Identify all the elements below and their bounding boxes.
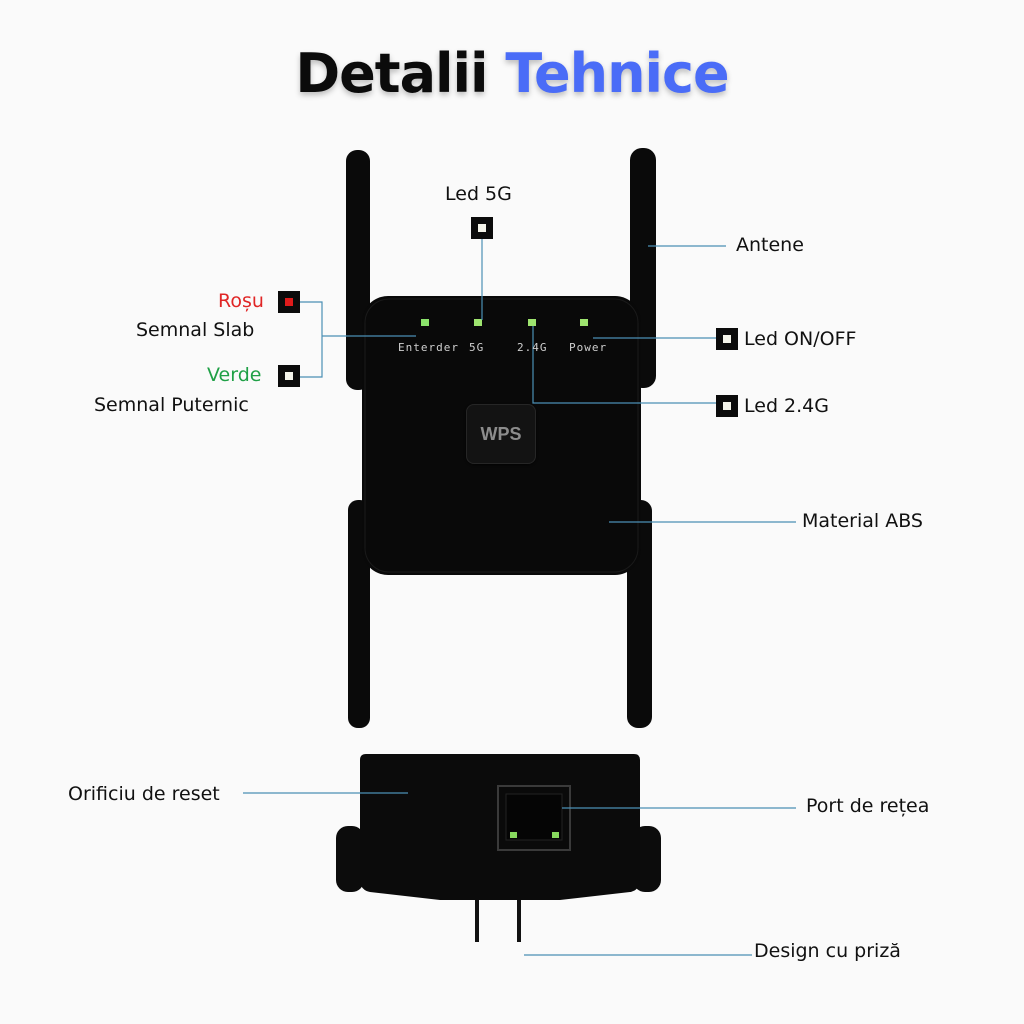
side-knob-left <box>336 826 364 892</box>
label-orificiu-reset: Orificiu de reset <box>68 783 220 805</box>
led-power <box>580 319 588 326</box>
led-5g <box>474 319 482 326</box>
title-part-2: Tehnice <box>505 42 729 105</box>
page-title: Detalii Tehnice <box>0 42 1024 105</box>
label-semnal-puternic: Semnal Puternic <box>94 394 249 416</box>
title-part-1: Detalii <box>295 42 488 105</box>
label-antene: Antene <box>736 234 804 256</box>
label-port-retea: Port de rețea <box>806 795 930 817</box>
label-material-abs: Material ABS <box>802 510 923 532</box>
marker-led-5g <box>471 217 493 239</box>
plug-prong-right <box>517 900 521 942</box>
device-label-enterder: Enterder <box>398 341 459 354</box>
label-led-5g: Led 5G <box>445 183 512 205</box>
wps-button[interactable]: WPS <box>466 404 536 464</box>
label-led-on-off: Led ON/OFF <box>744 328 857 350</box>
label-led-24g: Led 2.4G <box>744 395 829 417</box>
device-label-power: Power <box>569 341 608 354</box>
led-enterder <box>421 319 429 326</box>
marker-verde <box>278 365 300 387</box>
label-semnal-slab: Semnal Slab <box>136 319 255 341</box>
label-rosu: Roșu <box>218 290 264 312</box>
led-24g <box>528 319 536 326</box>
plug-prong-left <box>475 900 479 942</box>
marker-led-24g <box>716 395 738 417</box>
marker-led-on-off <box>716 328 738 350</box>
device-label-5g: 5G <box>469 341 485 354</box>
device-label-24g: 2.4G <box>517 341 548 354</box>
label-design-priza: Design cu priză <box>754 940 901 962</box>
marker-rosu <box>278 291 300 313</box>
label-verde: Verde <box>207 364 262 386</box>
